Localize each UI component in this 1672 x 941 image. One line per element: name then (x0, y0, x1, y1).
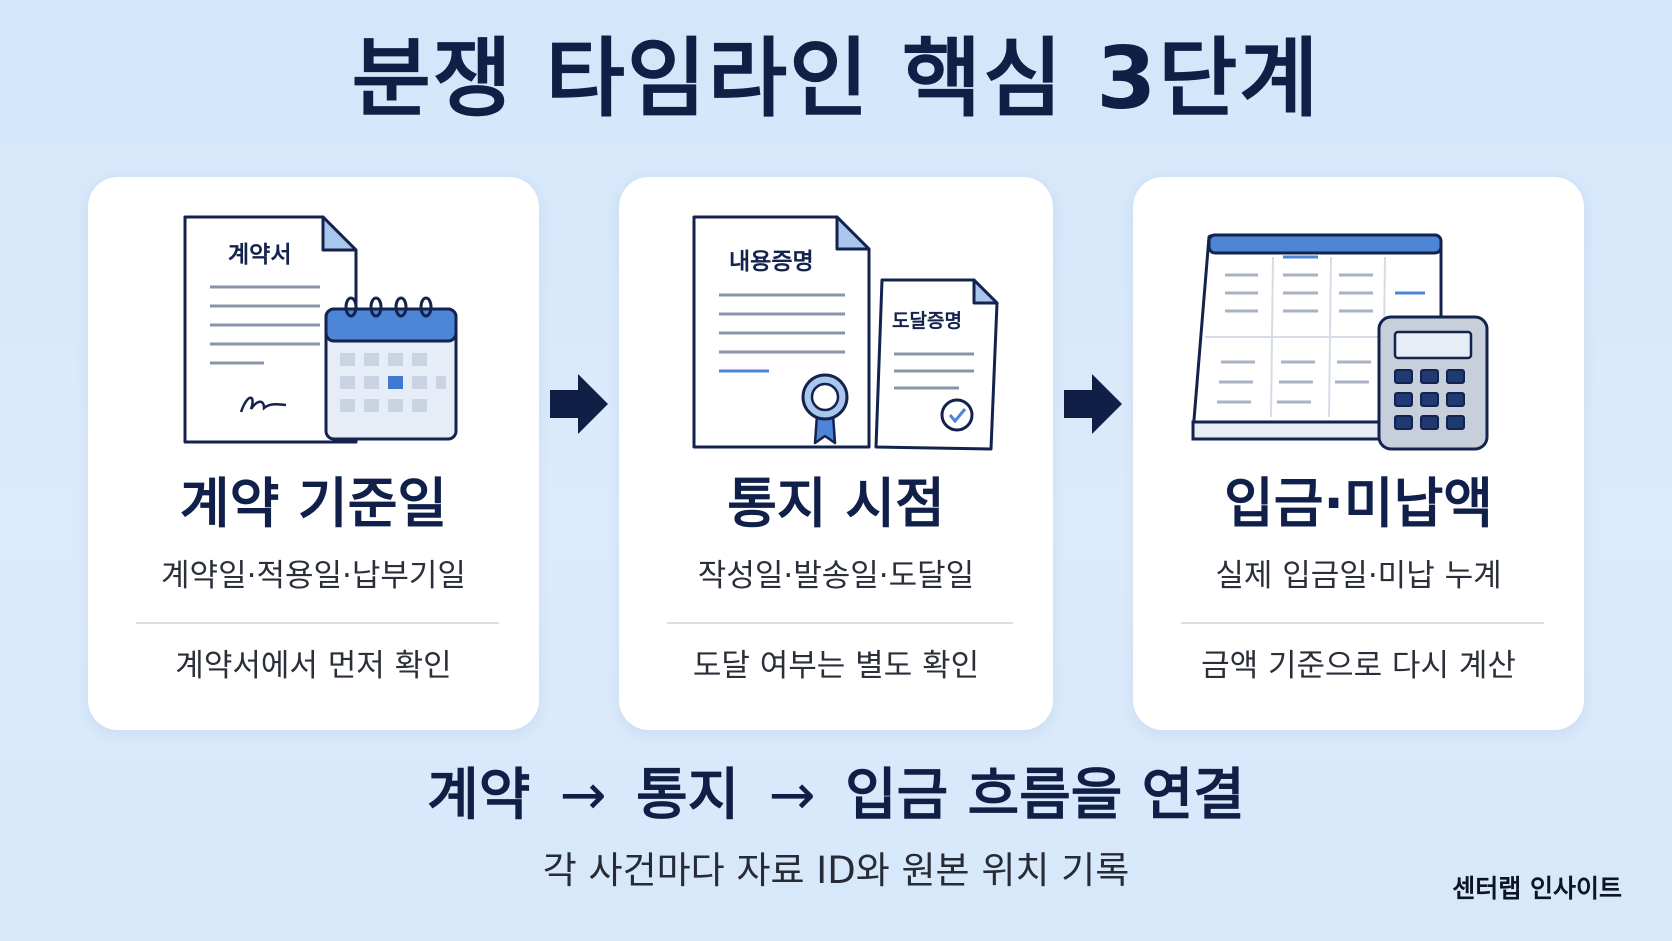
divider (667, 622, 1013, 624)
page-title: 분쟁 타임라인 핵심 3단계 (351, 29, 1321, 129)
step-subtitle: 작성일·발송일·도달일 (697, 558, 975, 594)
step-note: 금액 기준으로 다시 계산 (1201, 648, 1516, 684)
step-note: 계약서에서 먼저 확인 (175, 648, 452, 684)
flow-part-payment: 입금 흐름을 연결 (845, 763, 1245, 828)
step-card-contract: 계약서 (88, 177, 539, 730)
certified-letter-icon: 내용증명 (692, 215, 871, 449)
flow-summary: 계약 → 통지 → 입금 흐름을 연결 (0, 768, 1672, 824)
step-subtitle: 실제 입금일·미납 누계 (1215, 558, 1502, 594)
divider (136, 622, 499, 624)
delivery-proof-icon: 도달증명 (874, 278, 999, 451)
step-subtitle: 계약일·적용일·납부기일 (161, 558, 466, 594)
flow-part-notice: 통지 (636, 763, 740, 828)
flow-arrow: → (559, 763, 607, 828)
step-title: 입금·미납액 (1224, 472, 1493, 535)
contract-document-icon: 계약서 (183, 215, 358, 444)
doc-label: 내용증명 (729, 249, 814, 275)
signature-icon (239, 396, 287, 413)
doc-label: 계약서 (228, 242, 291, 268)
doc-label-2: 도달증명 (892, 310, 962, 332)
payment-illustration (1191, 233, 1489, 451)
step-title: 계약 기준일 (179, 472, 448, 535)
calculator-icon (1377, 315, 1489, 451)
step-note: 도달 여부는 별도 확인 (692, 648, 980, 684)
subline: 각 사건마다 자료 ID와 원본 위치 기록 (542, 849, 1130, 892)
calendar-icon (324, 296, 458, 441)
flow-arrow: → (768, 763, 816, 828)
flow-part-contract: 계약 (427, 763, 531, 828)
step-title: 통지 시점 (727, 472, 945, 535)
arrow-right-icon (550, 374, 608, 434)
step-card-payment: 입금·미납액 실제 입금일·미납 누계 금액 기준으로 다시 계산 (1133, 177, 1584, 730)
step-card-notice: 도달증명 내용증명 통지 시점 작성일·발송일·도달일 도달 여부는 별도 확인 (619, 177, 1053, 730)
brand-label: 센터랩 인사이트 (1452, 874, 1622, 903)
divider (1181, 622, 1544, 624)
contract-calendar-illustration: 계약서 (183, 215, 458, 444)
seal-icon (801, 373, 849, 445)
arrow-right-icon (1064, 374, 1122, 434)
notice-illustration: 도달증명 내용증명 (692, 215, 999, 451)
